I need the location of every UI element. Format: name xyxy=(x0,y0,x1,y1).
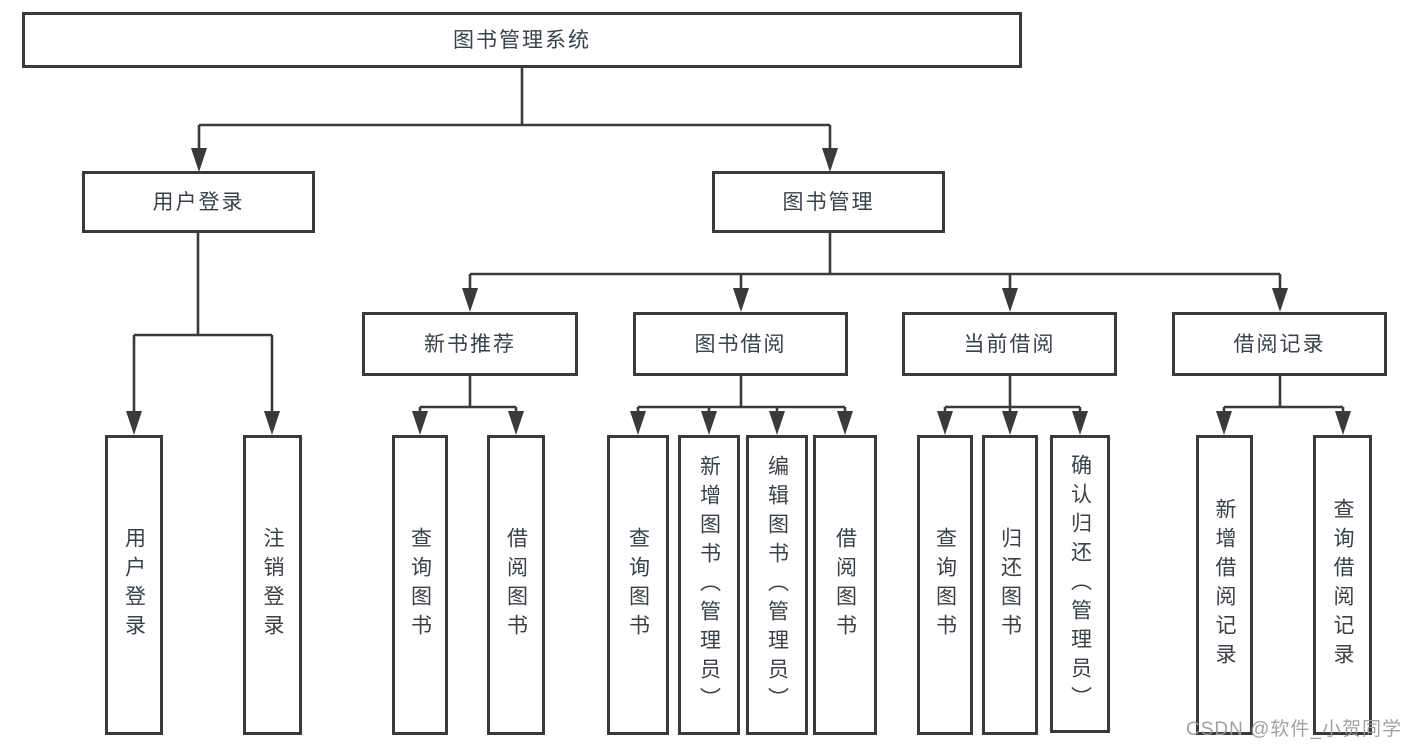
node-label: 图书借阅 xyxy=(694,332,787,356)
leaf-recommend-query-books: 查询图书 xyxy=(392,435,448,735)
node-label: 借阅图书 xyxy=(833,527,857,643)
node-current-borrowing: 当前借阅 xyxy=(902,312,1117,376)
leaf-records-add-record: 新增借阅记录 xyxy=(1196,435,1253,735)
node-label: 查询借阅记录 xyxy=(1331,498,1354,672)
node-borrowing-records: 借阅记录 xyxy=(1172,312,1387,376)
leaf-borrowing-query-books: 查询图书 xyxy=(607,435,669,735)
node-label: 确认归还（管理员） xyxy=(1068,453,1092,715)
node-label: 借阅记录 xyxy=(1233,332,1326,356)
leaf-user-login: 用户登录 xyxy=(105,435,163,735)
leaf-current-query-books: 查询图书 xyxy=(917,435,973,735)
leaf-records-query-record: 查询借阅记录 xyxy=(1313,435,1372,735)
node-label: 新书推荐 xyxy=(424,332,516,356)
node-label: 用户登录 xyxy=(122,527,146,643)
node-label: 图书管理系统 xyxy=(453,28,591,52)
node-label: 查询图书 xyxy=(933,527,957,643)
node-library-management-system: 图书管理系统 xyxy=(22,12,1022,68)
leaf-logout: 注销登录 xyxy=(243,435,302,735)
node-label: 查询图书 xyxy=(408,527,432,643)
leaf-borrowing-edit-books-admin: 编辑图书（管理员） xyxy=(746,435,808,735)
node-user-login: 用户登录 xyxy=(82,171,315,233)
node-label: 注销登录 xyxy=(261,527,284,643)
node-label: 当前借阅 xyxy=(963,332,1056,356)
leaf-recommend-borrow-books: 借阅图书 xyxy=(487,435,545,735)
node-book-management: 图书管理 xyxy=(712,171,945,233)
node-label: 新增图书（管理员） xyxy=(697,454,721,716)
leaf-borrowing-add-books-admin: 新增图书（管理员） xyxy=(678,435,740,735)
leaf-current-confirm-return-admin: 确认归还（管理员） xyxy=(1050,435,1110,733)
leaf-current-return-books: 归还图书 xyxy=(982,435,1038,735)
node-label: 编辑图书（管理员） xyxy=(765,454,789,716)
node-label: 用户登录 xyxy=(152,190,245,214)
node-label: 查询图书 xyxy=(626,527,650,643)
leaf-borrowing-borrow-books: 借阅图书 xyxy=(813,435,877,735)
node-label: 新增借阅记录 xyxy=(1213,498,1236,672)
node-label: 借阅图书 xyxy=(504,527,528,643)
node-label: 图书管理 xyxy=(782,190,875,214)
csdn-watermark: CSDN @软件_小贺同学 xyxy=(1186,719,1402,740)
node-label: 归还图书 xyxy=(998,527,1022,643)
node-new-book-recommend: 新书推荐 xyxy=(362,312,578,376)
node-book-borrowing: 图书借阅 xyxy=(633,312,848,376)
